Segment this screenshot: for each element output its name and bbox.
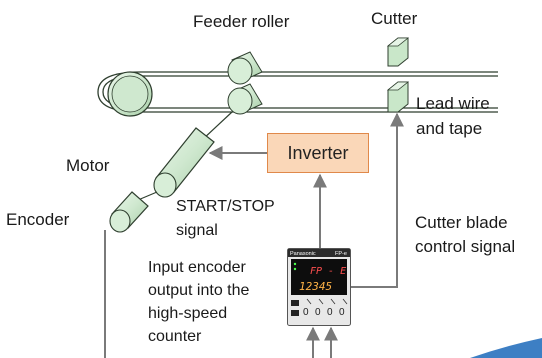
corner-swoosh	[470, 338, 542, 358]
encoder-cylinder	[109, 191, 149, 233]
input-encoder-label-2: output into the	[148, 282, 250, 299]
feeder-roller-bottom	[227, 83, 263, 115]
svg-text:0: 0	[339, 307, 345, 318]
drive-shaft	[201, 111, 233, 141]
input-encoder-label-1: Input encoder	[148, 259, 246, 276]
motor-label: Motor	[66, 156, 110, 175]
svg-text:0: 0	[303, 307, 309, 318]
plc-brand: Panasonic	[290, 251, 316, 257]
cutter-top	[386, 37, 410, 67]
plc-display	[291, 259, 347, 295]
input-encoder-label-3: high-speed	[148, 305, 228, 322]
svg-text:0: 0	[315, 307, 321, 318]
feeder-roller-top	[227, 51, 263, 85]
start-stop-label-1: START/STOP	[176, 198, 275, 215]
cutter-blade-label-2: control signal	[415, 237, 516, 256]
guide-roller	[107, 71, 153, 117]
input-encoder-label-4: counter	[148, 328, 202, 345]
cutter-label: Cutter	[371, 9, 418, 28]
cutter-blade-label-1: Cutter blade	[415, 213, 508, 232]
start-stop-label-2: signal	[176, 222, 218, 239]
encoder-shaft	[137, 191, 158, 201]
plc-buttons: 0 0 0 0	[291, 298, 348, 318]
encoder-label: Encoder	[6, 210, 70, 229]
inverter-box: Inverter	[267, 133, 369, 173]
inverter-label: Inverter	[287, 142, 349, 163]
lead-wire-label-2: and tape	[416, 119, 483, 138]
plc-display-top: FP - E	[310, 266, 346, 277]
motor-cylinder	[153, 127, 215, 198]
feeder-roller-label: Feeder roller	[193, 12, 290, 31]
plc-display-bottom: 12345	[299, 280, 332, 293]
lead-wire-label-1: Lead wire	[416, 94, 490, 113]
cutter-control-arrow	[351, 112, 404, 288]
svg-text:0: 0	[327, 307, 333, 318]
plc-unit: Panasonic FP-e FP - E 12345 0 0 0 0	[287, 248, 351, 326]
plc-model: FP-e	[335, 251, 347, 257]
cutter-bottom	[386, 81, 410, 113]
